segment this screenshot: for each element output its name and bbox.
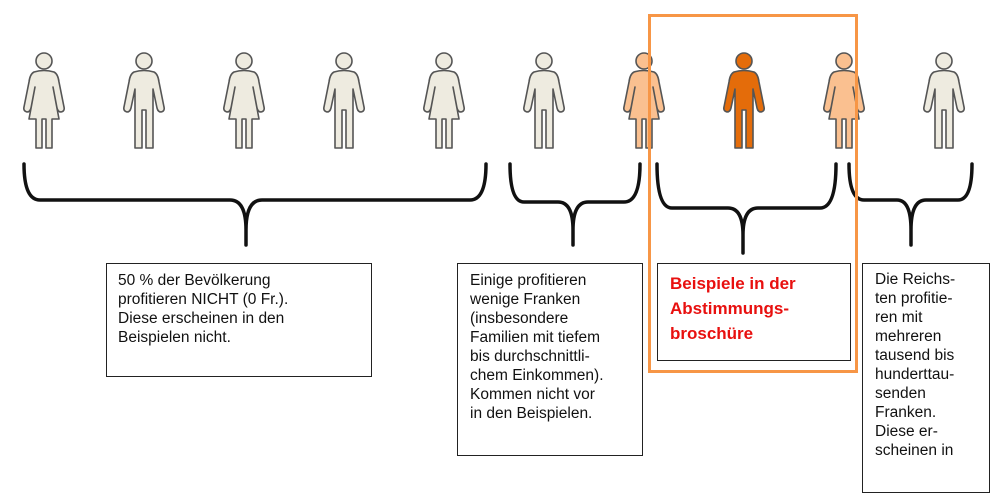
text-line: Beispiele in der: [670, 274, 796, 293]
brace-few-francs: [508, 162, 642, 247]
richest-textbox: Die Reichs-ten profitie-ren mit mehreren t…: [862, 263, 990, 493]
text-line: 50 % der Bevölkerung: [118, 272, 271, 289]
female-figure-icon: [423, 52, 465, 149]
text-line: Abstimmungs-: [670, 299, 789, 318]
text-line: Diese erscheinen in den: [118, 310, 285, 327]
male-figure-icon: [323, 52, 365, 149]
text-line: scheinen in: [875, 442, 954, 459]
brace-richest: [847, 162, 974, 247]
text-line: Diese er-: [875, 423, 938, 440]
text-line: Beispielen nicht.: [118, 329, 231, 346]
text-line: tausend bis: [875, 347, 955, 364]
text-line: hunderttau-: [875, 366, 955, 383]
brace-brochure: [655, 162, 838, 255]
male-figure-icon: [723, 52, 765, 149]
brace-no-benefit: [22, 162, 488, 247]
male-figure-icon: [923, 52, 965, 149]
text-line: Familien mit tiefem: [470, 329, 601, 346]
text-line: senden: [875, 385, 926, 402]
text-line: profitieren NICHT (0 Fr.).: [118, 291, 289, 308]
no-benefit-textbox: 50 % der Bevölkerung profitieren NICHT (0…: [106, 263, 372, 377]
few-francs-textbox: Einige profitieren wenige Franken (insbeso…: [457, 263, 643, 456]
text-line: ten profitie-: [875, 290, 953, 307]
text-line: in den Beispielen.: [470, 405, 593, 422]
population-figures: [23, 52, 965, 149]
group-braces: [22, 162, 974, 255]
text-line: Kommen nicht vor: [470, 386, 595, 403]
text-line: (insbesondere: [470, 310, 569, 327]
text-line: bis durchschnittli-: [470, 348, 590, 365]
text-line: mehreren: [875, 328, 942, 345]
text-line: chem Einkommen).: [470, 367, 604, 384]
text-line: ren mit: [875, 309, 923, 326]
text-line: broschüre: [670, 324, 754, 343]
male-figure-icon: [123, 52, 165, 149]
text-line: Die Reichs-: [875, 271, 956, 288]
text-line: wenige Franken: [470, 291, 581, 308]
text-line: Franken.: [875, 404, 937, 421]
male-figure-icon: [523, 52, 565, 149]
female-figure-icon: [223, 52, 265, 149]
text-line: Einige profitieren: [470, 272, 587, 289]
female-figure-icon: [23, 52, 65, 149]
